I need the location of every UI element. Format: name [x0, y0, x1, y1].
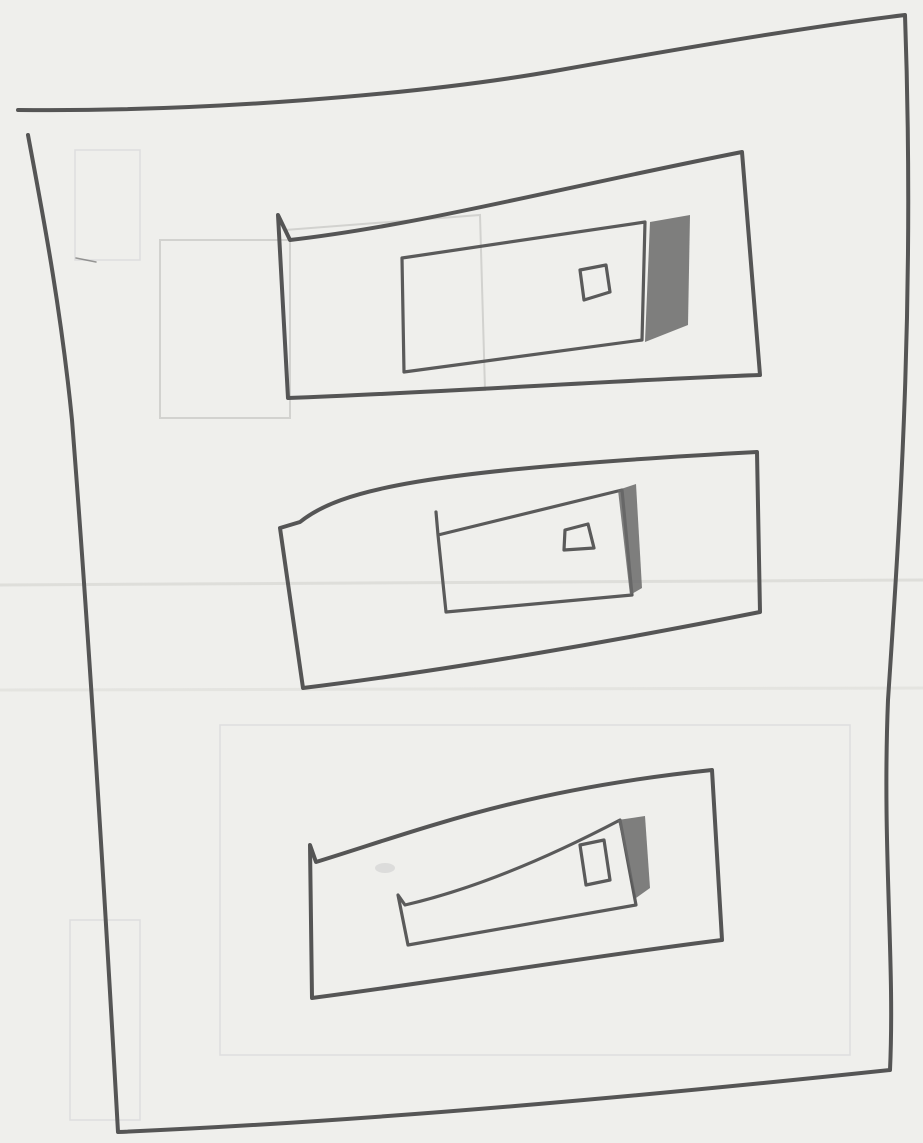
panel-1-shaded-edge: [645, 215, 690, 342]
pencil-smudge: [375, 863, 395, 873]
